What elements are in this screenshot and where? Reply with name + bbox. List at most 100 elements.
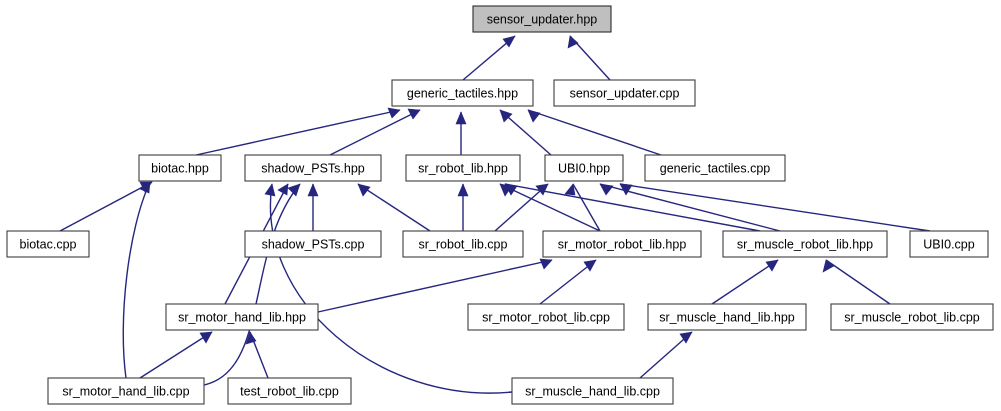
node-UBI0_cpp[interactable]: UBI0.cpp bbox=[909, 230, 989, 258]
node-box[interactable] bbox=[47, 377, 205, 405]
node-test_robot_lib_cpp[interactable]: test_robot_lib.cpp bbox=[227, 377, 352, 405]
arrowhead-icon bbox=[277, 183, 289, 196]
node-label: sensor_updater.hpp bbox=[487, 12, 598, 26]
edge-UBI0_cpp-to-UBI0_hpp bbox=[619, 183, 931, 232]
node-label: sr_muscle_hand_lib.cpp bbox=[525, 384, 660, 398]
node-label: sr_muscle_hand_lib.hpp bbox=[659, 310, 795, 324]
node-generic_tactiles_hpp[interactable]: generic_tactiles.hpp bbox=[391, 79, 534, 107]
edge-test_robot_lib_cpp-to-sr_motor_hand_lib_hpp bbox=[245, 331, 269, 379]
edge-line bbox=[599, 183, 781, 232]
arrowhead-icon bbox=[287, 183, 301, 197]
nodes-layer: sensor_updater.hpp generic_tactiles.hpp se… bbox=[6, 5, 994, 405]
arrowhead-icon bbox=[245, 331, 257, 345]
node-box[interactable] bbox=[6, 230, 90, 258]
node-label: sr_muscle_robot_lib.cpp bbox=[844, 310, 980, 324]
edge-sr_muscle_hand_lib_cpp-to-shadow_PSTs_hpp bbox=[264, 183, 513, 394]
node-sr_motor_hand_lib_hpp[interactable]: sr_motor_hand_lib.hpp bbox=[165, 303, 319, 331]
node-box[interactable] bbox=[244, 230, 382, 258]
node-box[interactable] bbox=[647, 303, 807, 331]
node-box[interactable] bbox=[165, 303, 319, 331]
edge-line bbox=[619, 183, 931, 232]
arrowhead-icon bbox=[357, 183, 371, 197]
node-UBI0_hpp[interactable]: UBI0.hpp bbox=[544, 154, 624, 182]
edge-line bbox=[527, 109, 662, 156]
edge-line bbox=[711, 259, 779, 305]
node-label: UBI0.cpp bbox=[923, 237, 974, 251]
edge-line bbox=[357, 183, 431, 232]
arrowhead-icon bbox=[499, 109, 513, 123]
edge-line bbox=[269, 183, 513, 394]
arrowhead-icon bbox=[599, 183, 614, 196]
node-box[interactable] bbox=[722, 230, 888, 258]
node-box[interactable] bbox=[553, 79, 696, 107]
node-box[interactable] bbox=[542, 230, 702, 258]
edge-shadow_PSTs_cpp-to-shadow_PSTs_hpp bbox=[307, 183, 319, 231]
edge-line bbox=[494, 183, 549, 232]
node-sr_muscle_robot_lib_hpp[interactable]: sr_muscle_robot_lib.hpp bbox=[722, 230, 888, 258]
node-sr_motor_robot_lib_cpp[interactable]: sr_motor_robot_lib.cpp bbox=[467, 303, 625, 331]
node-label: sensor_updater.cpp bbox=[570, 86, 680, 100]
node-sr_robot_lib_cpp[interactable]: sr_robot_lib.cpp bbox=[402, 230, 524, 258]
edge-line bbox=[329, 109, 421, 156]
node-box[interactable] bbox=[909, 230, 989, 258]
node-generic_tactiles_cpp[interactable]: generic_tactiles.cpp bbox=[644, 154, 786, 182]
edge-sr_motor_hand_lib_hpp-to-sr_motor_robot_lib_hpp bbox=[317, 258, 553, 313]
node-box[interactable] bbox=[227, 377, 352, 405]
node-shadow_PSTs_hpp[interactable]: shadow_PSTs.hpp bbox=[244, 154, 382, 182]
edge-sr_motor_hand_lib_cpp-to-shadow_PSTs_hpp bbox=[203, 183, 301, 386]
edge-sr_robot_lib_cpp-to-shadow_PSTs_hpp bbox=[357, 183, 431, 232]
node-label: sr_robot_lib.cpp bbox=[419, 237, 508, 251]
arrowhead-icon bbox=[583, 259, 597, 272]
node-label: sr_muscle_robot_lib.hpp bbox=[737, 237, 873, 251]
edge-line bbox=[195, 109, 401, 156]
arrowhead-icon bbox=[564, 183, 576, 196]
arrowhead-icon bbox=[535, 183, 549, 196]
node-sr_muscle_robot_lib_cpp[interactable]: sr_muscle_robot_lib.cpp bbox=[830, 303, 994, 331]
node-box[interactable] bbox=[391, 79, 534, 107]
edge-sr_motor_robot_lib_hpp-to-UBI0_hpp bbox=[564, 183, 601, 232]
arrowhead-icon bbox=[504, 183, 518, 196]
edge-line bbox=[317, 259, 553, 313]
node-label: generic_tactiles.hpp bbox=[407, 86, 518, 100]
node-biotac_cpp[interactable]: biotac.cpp bbox=[6, 230, 90, 258]
node-box[interactable] bbox=[402, 230, 524, 258]
node-box[interactable] bbox=[830, 303, 994, 331]
node-box[interactable] bbox=[467, 303, 625, 331]
node-box[interactable] bbox=[405, 154, 521, 182]
node-label: test_robot_lib.cpp bbox=[240, 384, 339, 398]
edge-line bbox=[203, 183, 301, 386]
edge-sr_robot_lib_hpp-to-generic_tactiles_hpp bbox=[455, 111, 467, 155]
node-label: sr_robot_lib.hpp bbox=[418, 161, 508, 175]
node-biotac_hpp[interactable]: biotac.hpp bbox=[138, 154, 222, 182]
arrowhead-icon bbox=[407, 108, 421, 120]
node-sensor_updater_cpp[interactable]: sensor_updater.cpp bbox=[553, 79, 696, 107]
node-box[interactable] bbox=[244, 154, 382, 182]
arrowhead-icon bbox=[199, 331, 213, 344]
edge-line bbox=[122, 181, 151, 379]
edge-line bbox=[639, 331, 693, 379]
node-sr_muscle_hand_lib_cpp[interactable]: sr_muscle_hand_lib.cpp bbox=[511, 377, 674, 405]
edge-line bbox=[504, 183, 761, 232]
node-sr_robot_lib_hpp[interactable]: sr_robot_lib.hpp bbox=[405, 154, 521, 182]
node-box[interactable] bbox=[511, 377, 674, 405]
node-box[interactable] bbox=[544, 154, 624, 182]
edge-sr_robot_lib_cpp-to-UBI0_hpp bbox=[494, 183, 549, 232]
arrowhead-icon bbox=[455, 111, 467, 125]
edge-sr_muscle_robot_lib_hpp-to-UBI0_hpp bbox=[599, 183, 781, 232]
edge-generic_tactiles_hpp-to-sensor_updater_hpp bbox=[462, 35, 516, 81]
node-box[interactable] bbox=[138, 154, 222, 182]
arrowhead-icon bbox=[264, 183, 276, 197]
arrowhead-icon bbox=[502, 35, 516, 48]
node-sensor_updater_hpp[interactable]: sensor_updater.hpp bbox=[472, 5, 612, 33]
arrowhead-icon bbox=[139, 181, 151, 194]
edge-sr_motor_hand_lib_cpp-to-sr_motor_hand_lib_hpp bbox=[139, 331, 213, 379]
node-sr_motor_robot_lib_hpp[interactable]: sr_motor_robot_lib.hpp bbox=[542, 230, 702, 258]
edge-sr_motor_robot_lib_hpp-to-sr_robot_lib_hpp bbox=[499, 183, 601, 232]
node-shadow_PSTs_cpp[interactable]: shadow_PSTs.cpp bbox=[244, 230, 382, 258]
node-box[interactable] bbox=[644, 154, 786, 182]
node-sr_muscle_hand_lib_hpp[interactable]: sr_muscle_hand_lib.hpp bbox=[647, 303, 807, 331]
node-sr_motor_hand_lib_cpp[interactable]: sr_motor_hand_lib.cpp bbox=[47, 377, 205, 405]
node-box[interactable] bbox=[472, 5, 612, 33]
